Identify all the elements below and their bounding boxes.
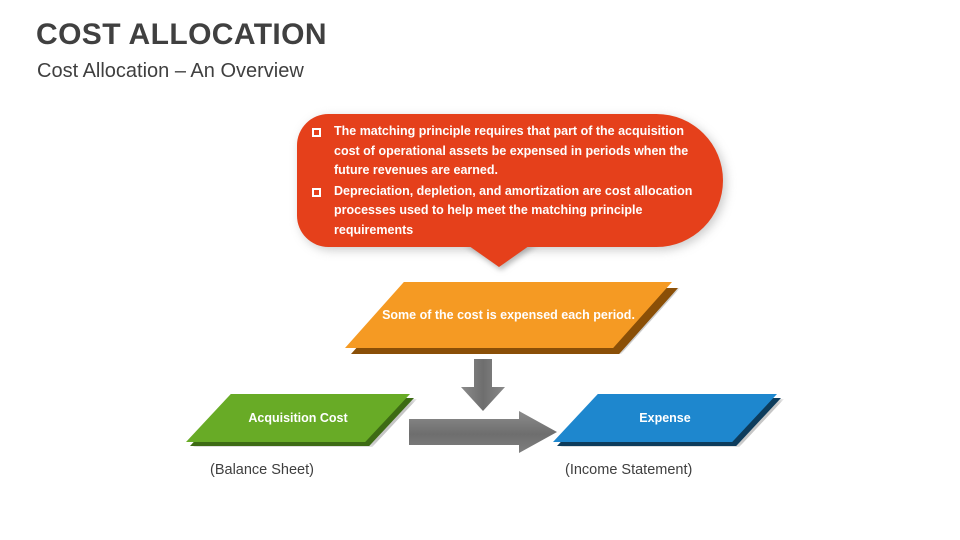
callout-bullet-list: The matching principle requires that par…: [312, 122, 712, 241]
arrow-right-icon: [409, 411, 557, 453]
callout-box: The matching principle requires that par…: [290, 108, 735, 273]
target-box-label: Expense: [639, 411, 691, 425]
square-bullet-icon: [312, 187, 321, 197]
square-bullet-icon: [312, 128, 321, 137]
list-item: Depreciation, depletion, and amortizatio…: [312, 182, 712, 241]
process-box-expensed: Some of the cost is expensed each period…: [345, 282, 680, 360]
callout-bullet-text: The matching principle requires that par…: [334, 124, 689, 177]
callout-body: The matching principle requires that par…: [297, 114, 723, 247]
source-box-acquisition-cost: Acquisition Cost: [186, 394, 422, 452]
list-item: The matching principle requires that par…: [312, 122, 712, 181]
page-subtitle: Cost Allocation – An Overview: [37, 60, 304, 82]
source-box-caption: (Balance Sheet): [210, 462, 314, 478]
process-box-label: Some of the cost is expensed each period…: [382, 308, 635, 322]
page-title: COST ALLOCATION: [36, 18, 327, 51]
process-box-face: [345, 282, 672, 348]
target-box-caption: (Income Statement): [565, 462, 693, 478]
callout-bullet-text: Depreciation, depletion, and amortizatio…: [334, 183, 693, 237]
arrow-down-icon: [461, 359, 505, 411]
target-box-expense: Expense: [553, 394, 789, 452]
source-box-label: Acquisition Cost: [248, 411, 348, 425]
